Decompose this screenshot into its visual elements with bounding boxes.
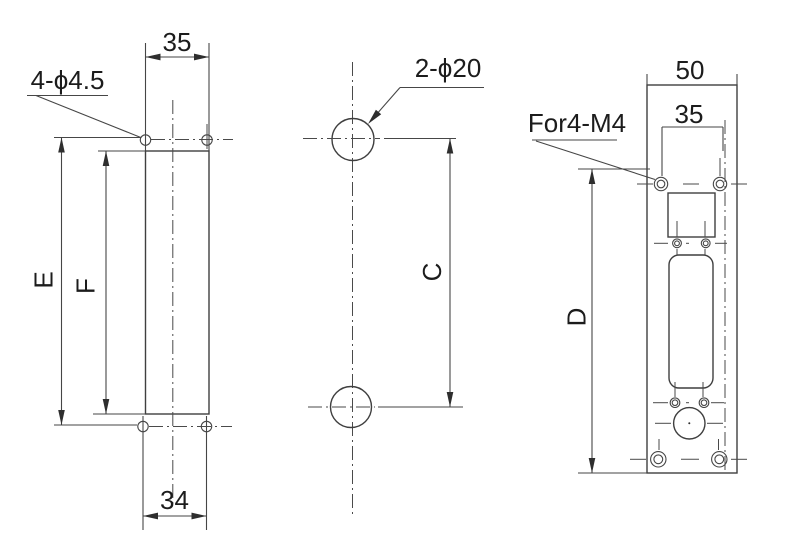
left-view: 35 4-ϕ4.5 E F [27,27,233,530]
middle-view: 2-ϕ20 C [303,53,484,517]
connector-slot [668,254,714,389]
dim-label-overall-width: 50 [676,55,705,85]
small-holes-row2 [653,397,724,409]
mounting-hole-bottom-left [137,420,149,433]
mounting-hole-top-left [139,134,152,146]
arrowhead-left-icon [143,512,158,520]
threaded-hole-bottom-left [650,451,667,468]
arrowhead-up-icon [588,169,596,184]
threaded-hole-top-right [712,176,728,192]
leader-arrowhead-icon [368,109,382,124]
arrowhead-down-icon [446,392,454,407]
hole-callout-right-label: For4-M4 [528,108,626,138]
arrowhead-up-icon [446,138,454,154]
threaded-hole-top-left [653,176,669,192]
arrowhead-down-icon [588,458,596,473]
mounting-hole-top-right [201,134,213,146]
dimension-inner-height: F [71,150,146,415]
right-view: 50 35 For4-M4 [528,55,747,474]
dimension-hole-spacing: 35 [661,99,724,176]
arrowhead-right-icon [194,53,209,61]
dimension-center-distance: C [378,137,463,408]
dimension-overall-height: D [562,168,650,474]
threaded-hole-bottom-right [711,451,728,468]
dim-label-top-width: 35 [163,27,192,57]
arrowhead-up-icon [102,151,110,166]
leader-line [35,94,142,139]
hole-callout-middle-label: 2-ϕ20 [415,53,482,83]
left-view-centerlines [149,100,233,507]
large-hole-bottom [329,385,373,429]
small-holes-row1 [654,238,727,255]
threaded-holes-bottom [630,439,747,468]
arrowhead-left-icon [145,53,161,61]
large-holes-2x [329,117,375,429]
dimension-outer-height: E [29,136,141,426]
dim-label-overall-height: D [562,308,592,327]
arrowhead-right-icon [191,512,207,520]
mounting-hole-bottom-right [200,420,213,433]
dimension-top-width: 35 [145,27,209,61]
plate-outline [646,84,738,474]
threaded-holes-top [637,176,747,192]
dim-label-center-distance: C [417,263,447,282]
left-view-extension-lines [142,43,210,530]
middle-centerlines [303,138,380,408]
large-hole-top [331,117,375,162]
arrowhead-up-icon [58,137,65,153]
hole-callout-middle: 2-ϕ20 [368,53,484,124]
mounting-holes-4x [137,134,213,433]
dim-label-hole-spacing: 35 [675,99,704,129]
arrowhead-down-icon [102,399,110,414]
hole-callout-left: 4-ϕ4.5 [27,65,142,139]
square-cutout [667,192,716,238]
dim-label-bottom-width: 34 [160,485,189,515]
panel-outline [144,150,210,415]
dim-label-inner-height: F [71,278,101,294]
dim-label-outer-height: E [29,271,59,288]
center-hole [655,406,723,440]
hole-callout-right: For4-M4 [528,108,656,181]
arrowhead-down-icon [58,410,65,425]
hole-callout-left-label: 4-ϕ4.5 [31,65,105,95]
leader-line [535,140,656,181]
dimension-bottom-width: 34 [143,485,207,520]
